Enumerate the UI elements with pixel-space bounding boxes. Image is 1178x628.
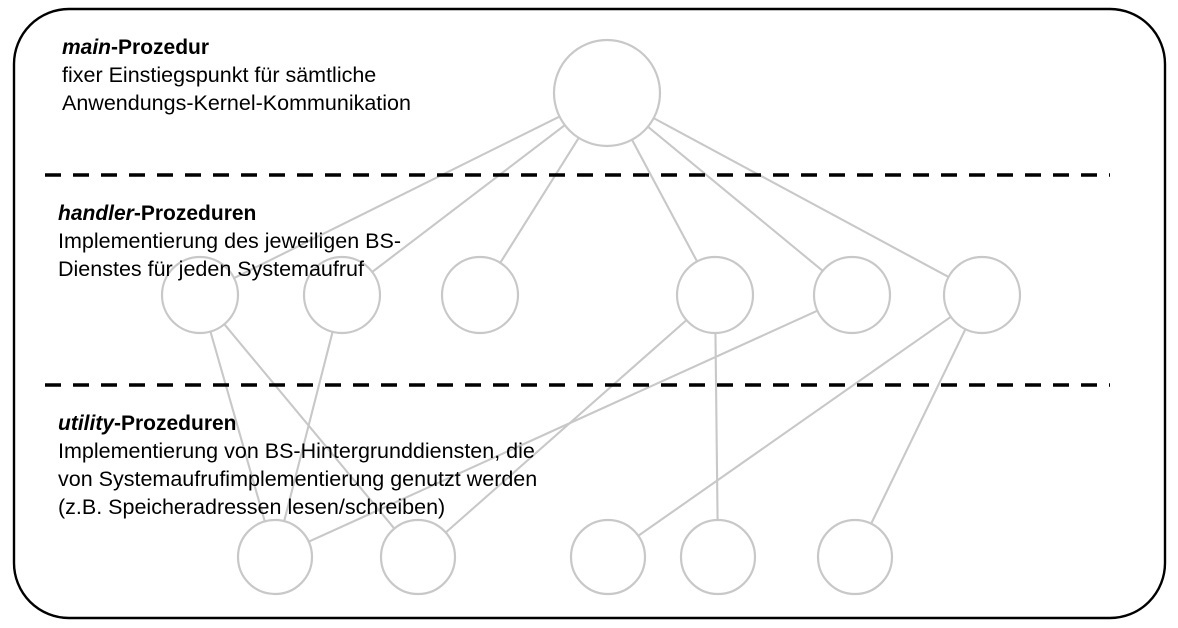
- edge-h5-u1: [307, 309, 819, 543]
- section-title-handler-rest: -Prozeduren: [133, 202, 257, 225]
- edge-h2-u1: [283, 330, 334, 523]
- node-handler-h1[interactable]: [160, 255, 240, 335]
- node-utility-u2[interactable]: [379, 518, 457, 596]
- edge-h1-u1: [209, 330, 266, 523]
- edge-h6-u5: [870, 328, 967, 525]
- outer-frame: [12, 7, 1167, 620]
- node-utility-u5[interactable]: [816, 518, 894, 596]
- edge-m1-h6: [652, 117, 950, 279]
- node-group: [160, 38, 1022, 596]
- edge-m1-h1: [232, 115, 561, 280]
- node-handler-h5[interactable]: [812, 255, 892, 335]
- edge-m1-h5: [646, 125, 824, 272]
- node-utility-u4[interactable]: [679, 518, 757, 596]
- edge-m1-h2: [371, 124, 566, 274]
- node-utility-u3[interactable]: [569, 518, 647, 596]
- section-desc-handler-line-1: Implementierung des jeweiligen BS-: [58, 229, 401, 254]
- section-desc-handler-line-2: Dienstes für jeden Systemaufruf: [58, 257, 364, 282]
- node-handler-h6[interactable]: [942, 255, 1022, 335]
- section-title-handler: handler-Prozeduren: [58, 200, 401, 227]
- section-desc-main-line-1: fixer Einstiegspunkt für sämtliche: [62, 63, 377, 88]
- section-title-main-emphasis: main: [62, 36, 112, 59]
- edge-h6-u3: [637, 315, 952, 537]
- section-title-main: main-Prozedur: [62, 34, 411, 61]
- section-label-main: main-Prozedur fixer Einstiegspunkt für s…: [62, 34, 411, 118]
- edge-h4-u4: [714, 331, 719, 522]
- node-handler-h3[interactable]: [440, 255, 520, 335]
- section-title-utility-emphasis: utility: [58, 412, 114, 435]
- section-title-utility: utility-Prozeduren: [58, 410, 537, 437]
- edge-m1-h3: [499, 136, 580, 264]
- section-title-utility-rest: -Prozeduren: [114, 412, 237, 435]
- section-label-utility: utility-Prozeduren Implementierung von B…: [58, 410, 537, 522]
- edge-m1-h4: [630, 138, 699, 263]
- node-main-m1[interactable]: [552, 38, 662, 148]
- divider-group: [45, 173, 1110, 387]
- edge-group: [209, 115, 967, 543]
- diagram-border: [12, 7, 1167, 620]
- section-title-main-rest: -Prozedur: [111, 36, 210, 59]
- edge-h4-u2: [444, 319, 688, 534]
- section-desc-utility-line-2: von Systemaufrufimplementierung genutzt …: [58, 467, 538, 492]
- section-desc-main-line-2: Anwendungs-Kernel-Kommunikation: [62, 91, 411, 116]
- node-handler-h2[interactable]: [302, 255, 382, 335]
- section-title-handler-emphasis: handler: [58, 202, 134, 225]
- section-desc-utility-line-3: (z.B. Speicheradressen lesen/schreiben): [58, 495, 446, 520]
- node-handler-h4[interactable]: [675, 255, 755, 335]
- section-desc-utility-line-1: Implementierung von BS-Hintergrunddienst…: [58, 439, 535, 464]
- node-utility-u1[interactable]: [236, 518, 314, 596]
- section-label-handler: handler-Prozeduren Implementierung des j…: [58, 200, 401, 284]
